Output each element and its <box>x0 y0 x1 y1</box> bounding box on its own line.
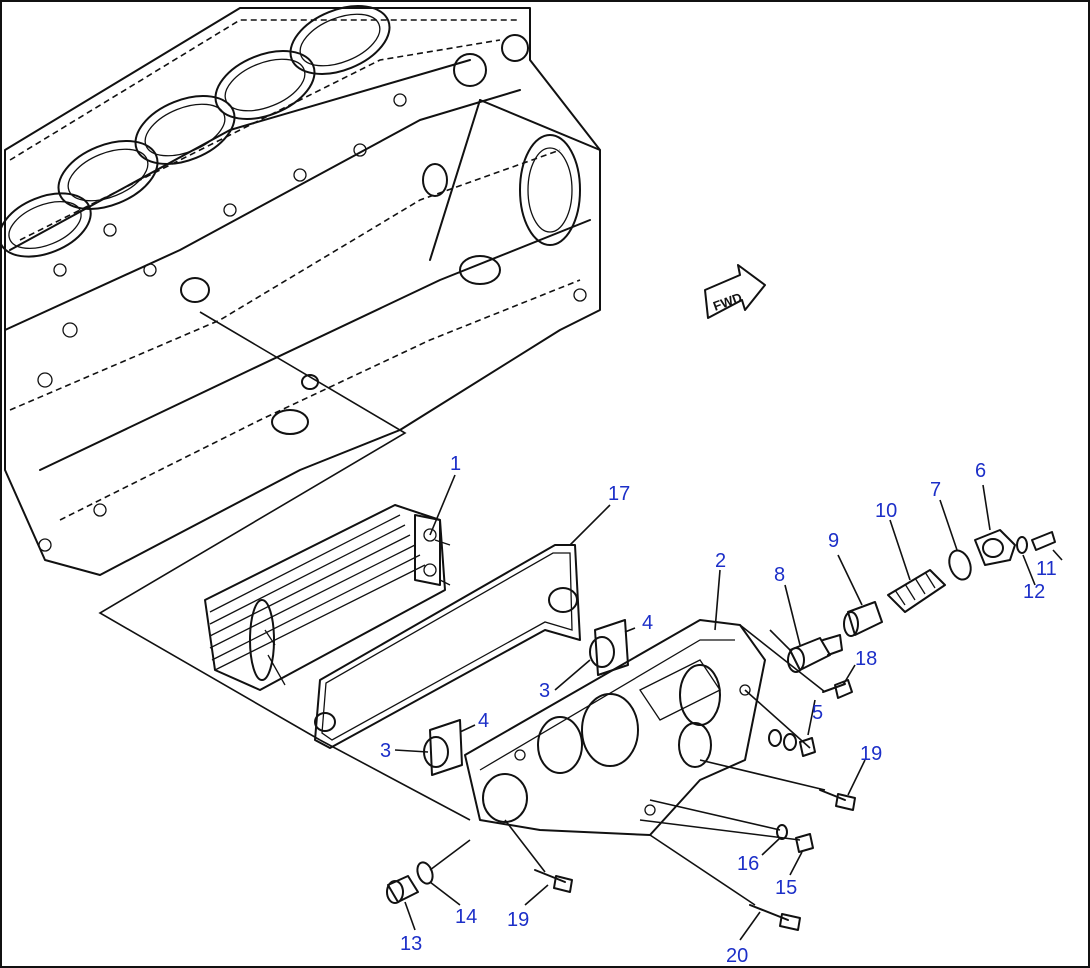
bolt-18 <box>822 679 853 699</box>
callout-4-lower: 4 <box>478 710 489 732</box>
callout-15: 15 <box>775 877 797 899</box>
o-ring-plate-lower <box>423 719 463 776</box>
callout-4-upper: 4 <box>642 612 653 634</box>
callout-3-lower: 3 <box>380 740 391 762</box>
callout-8: 8 <box>774 564 785 586</box>
o-ring-7 <box>948 549 972 581</box>
callout-19-left: 19 <box>507 909 529 931</box>
callout-17: 17 <box>608 483 630 505</box>
o-ring-14 <box>416 861 434 885</box>
callout-1: 1 <box>450 453 461 475</box>
callout-19-right: 19 <box>860 743 882 765</box>
o-ring-plate-upper <box>589 619 629 676</box>
callout-3-upper: 3 <box>539 680 550 702</box>
callout-20: 20 <box>726 945 748 967</box>
washer-12 <box>1016 536 1028 554</box>
callout-16: 16 <box>737 853 759 875</box>
callout-13: 13 <box>400 933 422 955</box>
cooler-cover-housing <box>464 619 766 836</box>
fwd-label: FWD <box>711 290 744 314</box>
washer-16 <box>776 824 788 840</box>
callout-2: 2 <box>715 550 726 572</box>
valve-9 <box>843 601 883 637</box>
plug-13 <box>386 875 419 904</box>
forward-direction-arrow: FWD <box>704 264 766 319</box>
callout-5: 5 <box>812 702 823 724</box>
callout-6: 6 <box>975 460 986 482</box>
oil-cooler <box>204 504 451 691</box>
callout-11: 11 <box>1036 558 1057 580</box>
assembly-reference-line <box>98 311 407 741</box>
callout-labels: 1 2 3 3 4 4 5 6 7 8 9 10 11 12 13 14 15 … <box>380 453 1057 967</box>
bolt-11 <box>1031 531 1056 551</box>
callout-leaders <box>394 474 1063 941</box>
plug-15 <box>795 833 814 853</box>
bolt-19-right <box>819 789 856 811</box>
callout-7: 7 <box>930 479 941 501</box>
engine-block <box>0 5 601 576</box>
bolt-20 <box>749 904 801 931</box>
callout-12: 12 <box>1023 581 1045 603</box>
assembly-guide-lines <box>319 624 826 906</box>
bolt-19-left <box>534 869 573 893</box>
cooler-gasket <box>314 544 581 749</box>
callout-18: 18 <box>855 648 877 670</box>
plug-6 <box>974 529 1016 566</box>
callout-14: 14 <box>455 906 477 928</box>
callout-9: 9 <box>828 530 839 552</box>
washer-5 <box>768 729 816 757</box>
callout-10: 10 <box>875 500 897 522</box>
spring-10 <box>887 569 946 613</box>
safety-valve-8 <box>787 634 843 673</box>
